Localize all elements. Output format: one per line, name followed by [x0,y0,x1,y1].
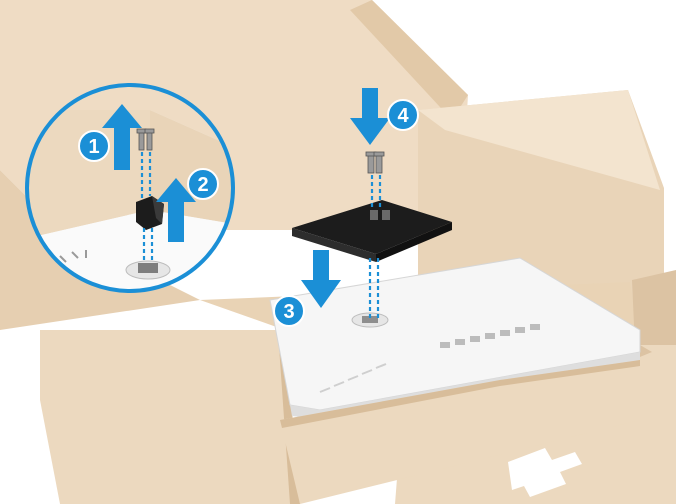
step-number: 1 [88,136,99,158]
step-badge-1: 1 [79,131,109,161]
step-number: 2 [197,174,208,196]
step-badge-3: 3 [274,296,304,326]
step-badge-2: 2 [188,169,218,199]
step-number: 3 [283,301,294,323]
step-badge-4: 4 [388,100,418,130]
box-front-wall [40,330,300,504]
step-number: 4 [397,105,409,127]
